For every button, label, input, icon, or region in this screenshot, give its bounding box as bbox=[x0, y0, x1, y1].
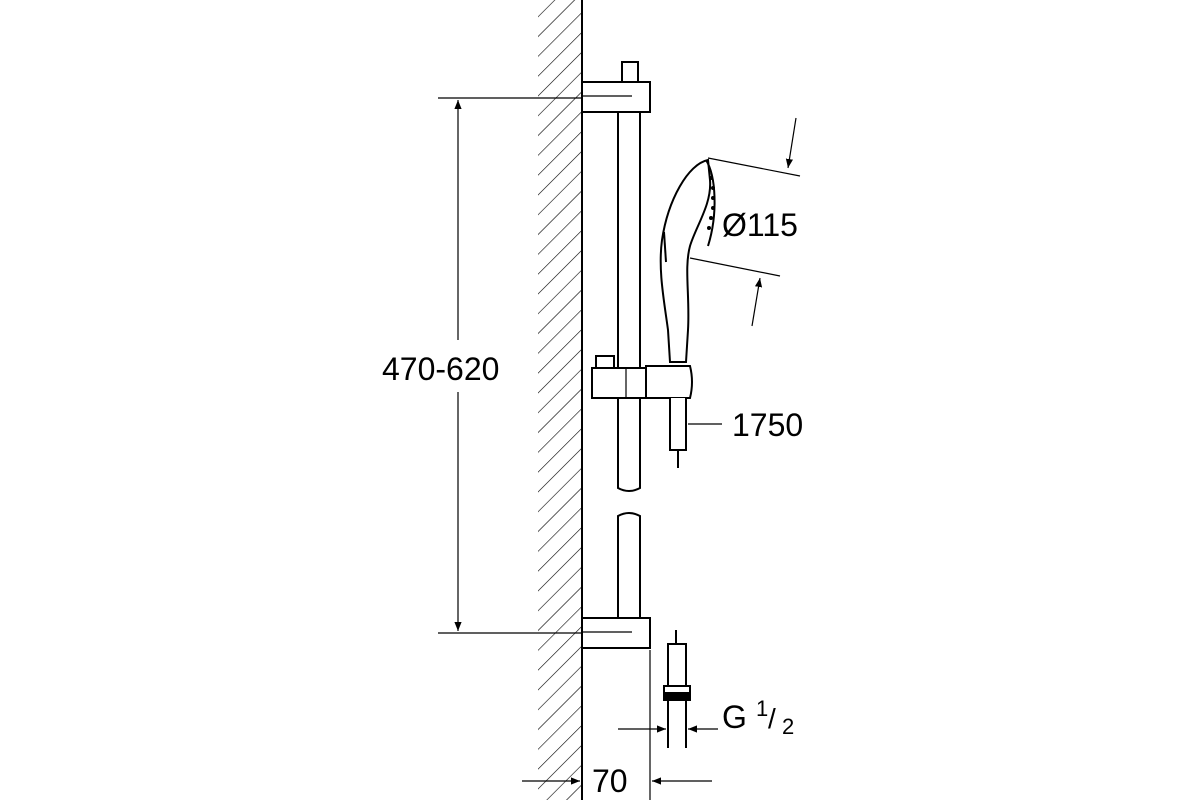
spray-nozzles bbox=[707, 176, 715, 230]
thread-denominator: 2 bbox=[782, 714, 794, 739]
top-wall-bracket bbox=[581, 81, 651, 113]
wall-section bbox=[538, 0, 583, 800]
dim-wall-offset-label: 70 bbox=[592, 763, 628, 799]
dim-hose-length-label: 1750 bbox=[732, 407, 803, 443]
shower-hose bbox=[669, 398, 687, 468]
slider-body bbox=[591, 367, 647, 399]
rail-lower-segment bbox=[617, 512, 641, 623]
thread-size-label: G 1 / 2 bbox=[722, 696, 794, 739]
thread-numerator: 1 bbox=[756, 696, 768, 721]
bottom-wall-bracket bbox=[581, 617, 651, 649]
shower-rail bbox=[581, 61, 693, 649]
hand-shower-body bbox=[659, 158, 712, 363]
thread-letter: G bbox=[722, 699, 747, 735]
top-bracket-cap bbox=[621, 61, 639, 85]
rail-upper-segment bbox=[617, 109, 641, 492]
dim-rail-height-label: 470-620 bbox=[382, 351, 499, 387]
thread-fraction-slash: / bbox=[768, 703, 776, 734]
outlet-thread-mark bbox=[664, 692, 690, 700]
hose-segment bbox=[669, 398, 687, 451]
dim-rail-height bbox=[438, 97, 582, 634]
dim-wall-offset bbox=[522, 650, 712, 800]
dim-handshower-diameter bbox=[689, 117, 801, 327]
dim-diameter-label: Ø115 bbox=[722, 207, 798, 243]
holder-cradle bbox=[645, 365, 693, 399]
wall-outlet bbox=[663, 630, 691, 748]
hand-shower-button bbox=[663, 231, 667, 263]
outlet-sleeve bbox=[667, 643, 687, 687]
slider-knob bbox=[595, 355, 615, 369]
wall-hatching bbox=[538, 0, 582, 800]
